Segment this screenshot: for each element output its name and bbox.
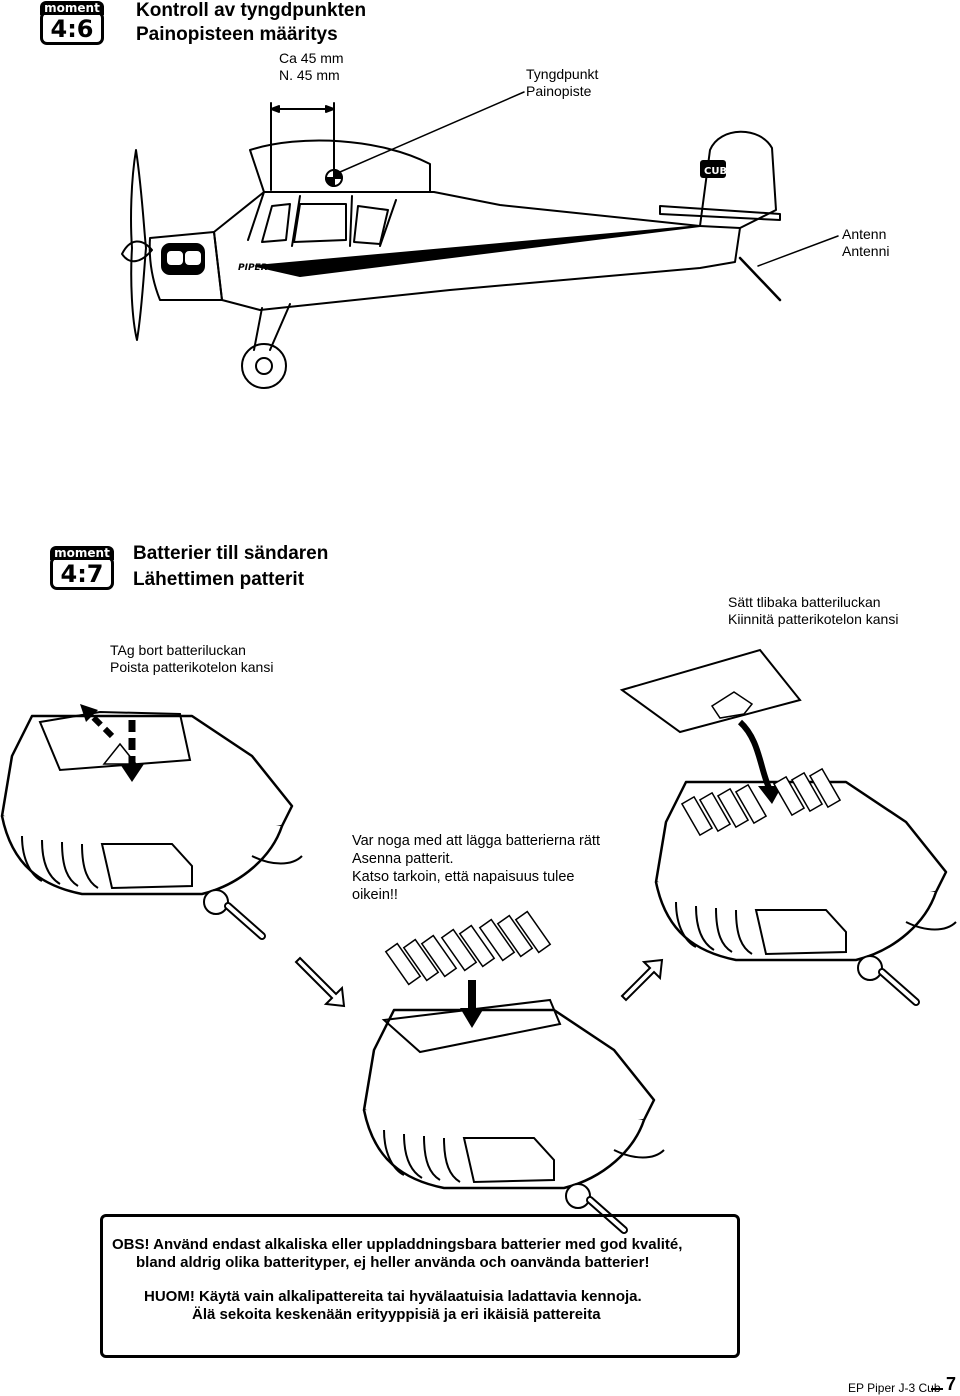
polarity-note-line-1: Var noga med att lägga batterierna rätt xyxy=(352,833,600,849)
cg-label-fi: Painopiste xyxy=(526,83,592,99)
remove-cover-label-fi: Poista patterikotelon kansi xyxy=(110,659,274,675)
polarity-note-line-2: Asenna patterit. xyxy=(352,851,454,867)
footer-rule xyxy=(931,1388,943,1390)
piper-logo: PIPER xyxy=(238,263,268,273)
obs-line-2: bland aldrig olika batterityper, ej hell… xyxy=(136,1254,650,1271)
cg-label-sv: Tyngdpunkt xyxy=(526,66,599,82)
section-title-sv: Kontroll av tyngdpunkten xyxy=(136,0,367,21)
obs-line-1: OBS! Använd endast alkaliska eller uppla… xyxy=(112,1236,683,1253)
step-badge-4-6: moment 4:6 xyxy=(40,1,104,45)
huom-line-1: HUOM! Käytä vain alkalipattereita tai hy… xyxy=(144,1288,642,1305)
refit-cover-label-sv: Sätt tlibaka batteriluckan xyxy=(728,594,881,610)
antenna-label-fi: Antenni xyxy=(842,243,890,259)
airplane-illustration: PIPER CUB xyxy=(121,91,839,389)
cub-logo: CUB xyxy=(704,166,727,177)
remove-cover-label-sv: TAg bort batteriluckan xyxy=(110,642,246,658)
section-title-fi: Painopisteen määritys xyxy=(136,24,338,45)
footer-product: EP Piper J-3 Cub xyxy=(848,1381,941,1395)
measure-label-fi: N. 45 mm xyxy=(279,67,340,83)
badge-number: 4:6 xyxy=(50,15,94,43)
huom-line-2: Älä sekoita keskenään erityyppisiä ja er… xyxy=(192,1306,601,1323)
badge-number: 4:7 xyxy=(60,560,104,588)
step-badge-4-7: moment 4:7 xyxy=(50,546,114,590)
section-title-sv: Batterier till sändaren xyxy=(133,543,329,564)
page-number: 7 xyxy=(946,1374,957,1394)
badge-label: moment xyxy=(40,1,104,15)
measure-label-sv: Ca 45 mm xyxy=(279,50,344,66)
section-title-fi: Lähettimen patterit xyxy=(133,569,305,590)
warning-notice-box xyxy=(100,1214,740,1358)
warning-notice: OBS! Använd endast alkaliska eller uppla… xyxy=(112,1236,732,1324)
polarity-note-line-3: Katso tarkoin, että napaisuus tulee xyxy=(352,869,575,885)
badge-label: moment xyxy=(50,546,114,560)
antenna-label-sv: Antenn xyxy=(842,226,887,242)
polarity-note-line-4: oikein!! xyxy=(352,887,398,903)
refit-cover-label-fi: Kiinnitä patterikotelon kansi xyxy=(728,611,899,627)
